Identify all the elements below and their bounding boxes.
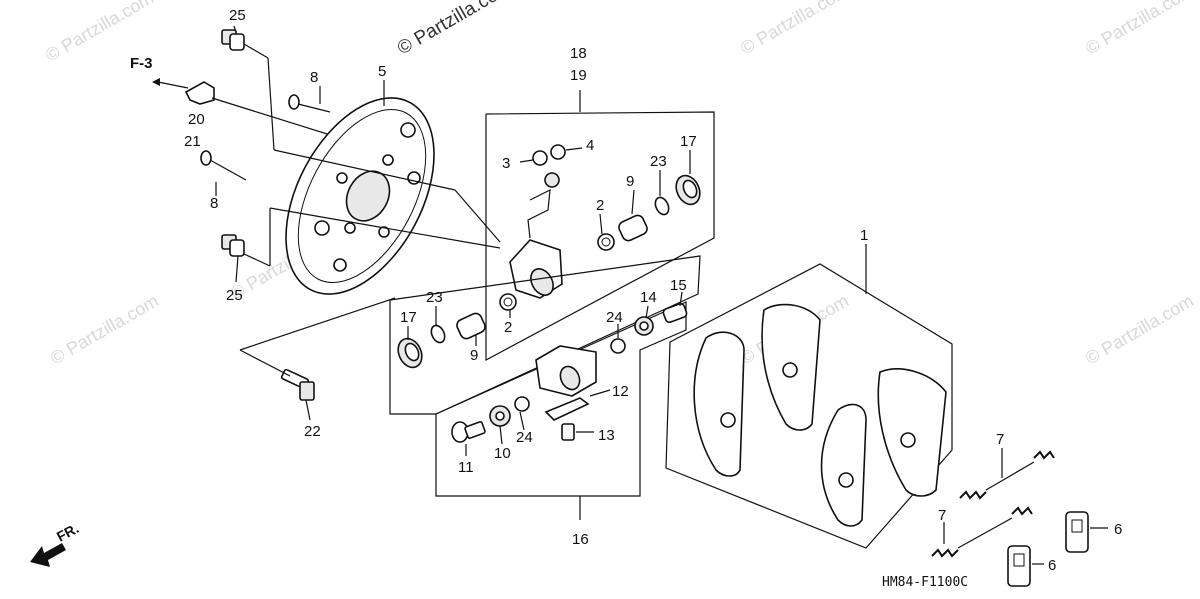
callout-21: 21 [184,133,201,150]
leader-line [233,25,237,33]
leader-line [273,149,456,191]
callout-10: 10 [494,445,511,462]
callout-20: 20 [188,111,205,128]
ref-arrow-line [157,81,189,89]
callout-11: 11 [458,459,474,476]
ref-arrow-icon [152,78,160,86]
part-1-brake-shoe [693,303,947,527]
callout-23: 23 [650,153,667,170]
leader-line [645,305,649,319]
part-17-boot-upper [675,174,701,206]
part-8-pin-lower [200,150,247,181]
part-25-bolt-lower [221,234,271,267]
leader-line [305,399,311,421]
part-5-backing-plate [285,97,435,295]
callout-6: 6 [1048,557,1056,574]
part-6-retainer-right [1065,511,1108,553]
callout-2: 2 [504,319,512,336]
callout-4: 4 [586,137,594,154]
part-22-bolt [239,297,396,401]
group-16-outline [435,301,687,520]
callout-16: 16 [572,531,589,548]
callout-9: 9 [626,173,634,190]
part-23-ring-upper [654,196,670,216]
part-8-pin-upper [288,94,331,113]
callout-7: 7 [996,431,1004,448]
leader-line [235,255,239,283]
callout-14: 14 [640,289,657,306]
callout-3: 3 [502,155,510,172]
group-18-19-outline [485,90,715,362]
watermark-text: © Partzilla.com [394,0,515,59]
callout-23: 23 [426,289,443,306]
part-9-piston-lower [456,312,486,340]
callout-25: 25 [229,7,246,24]
callout-24: 24 [606,309,623,326]
leader-line [679,291,683,307]
callout-19: 19 [570,67,587,84]
callout-12: 12 [612,383,629,400]
group-1-outline [665,244,953,549]
part-14-nut [634,316,654,336]
part-cylinder-body [535,345,597,397]
part-13-fitting [561,423,594,441]
part-9-piston-upper [618,214,648,242]
leader-line [599,213,603,235]
callout-labels: 25 25 8 8 5 18 19 20 21 3 4 17 23 9 2 1 … [184,7,1122,574]
part-12-bleeder-hose [544,389,611,421]
part-4-cap [544,144,583,188]
callout-8: 8 [310,69,318,86]
callout-22: 22 [304,423,321,440]
callout-17: 17 [680,133,697,150]
part-20-clip [184,81,341,139]
callout-13: 13 [598,427,615,444]
callout-8: 8 [210,195,218,212]
part-3-bleeder [519,150,548,166]
callout-18: 18 [570,45,587,62]
part-10-star-nut [489,405,511,427]
part-24-washer-lower [514,396,530,412]
part-2-seal-upper [597,233,615,251]
callout-1: 1 [860,227,868,244]
callout-7: 7 [938,507,946,524]
callout-2: 2 [596,197,604,214]
callout-9: 9 [470,347,478,364]
part-15-bolt [662,302,688,324]
part-11-screw [451,421,486,443]
callout-24: 24 [516,429,533,446]
callout-5: 5 [378,63,386,80]
front-label: FR. [54,520,81,545]
ref-f3-label: F-3 [130,55,153,72]
part-25-bolt-upper [221,29,269,59]
callout-25: 25 [226,287,243,304]
part-7-spring-lower [931,506,1033,558]
part-7-spring-upper [959,448,1055,500]
diagram-code: HM84-F1100C [882,575,968,590]
front-direction-marker: FR. [30,520,81,567]
part-24-washer-upper [610,338,626,354]
part-18-wheel-cylinder [509,188,563,299]
part-6-retainer-left [1007,545,1044,587]
watermark-text: © Partzilla.com [1082,290,1197,368]
callout-15: 15 [670,277,687,294]
callout-6: 6 [1114,521,1122,538]
part-23-ring-lower [430,324,446,344]
front-arrow-icon [30,543,66,567]
leader-line [454,189,501,243]
leader-line [499,425,503,445]
ref-f3-marker: F-3 [130,55,189,89]
leader-line [269,207,501,249]
callout-17: 17 [400,309,417,326]
part-2-seal-lower [499,293,517,311]
watermark-text: © Partzilla.com [1082,0,1197,58]
watermark-text: © Partzilla.com [737,0,852,58]
leader-line [519,411,525,431]
watermark-text: © Partzilla.com [47,290,162,368]
part-17-boot-lower [397,337,423,369]
leader-line [631,189,635,215]
leader-line [267,57,275,151]
